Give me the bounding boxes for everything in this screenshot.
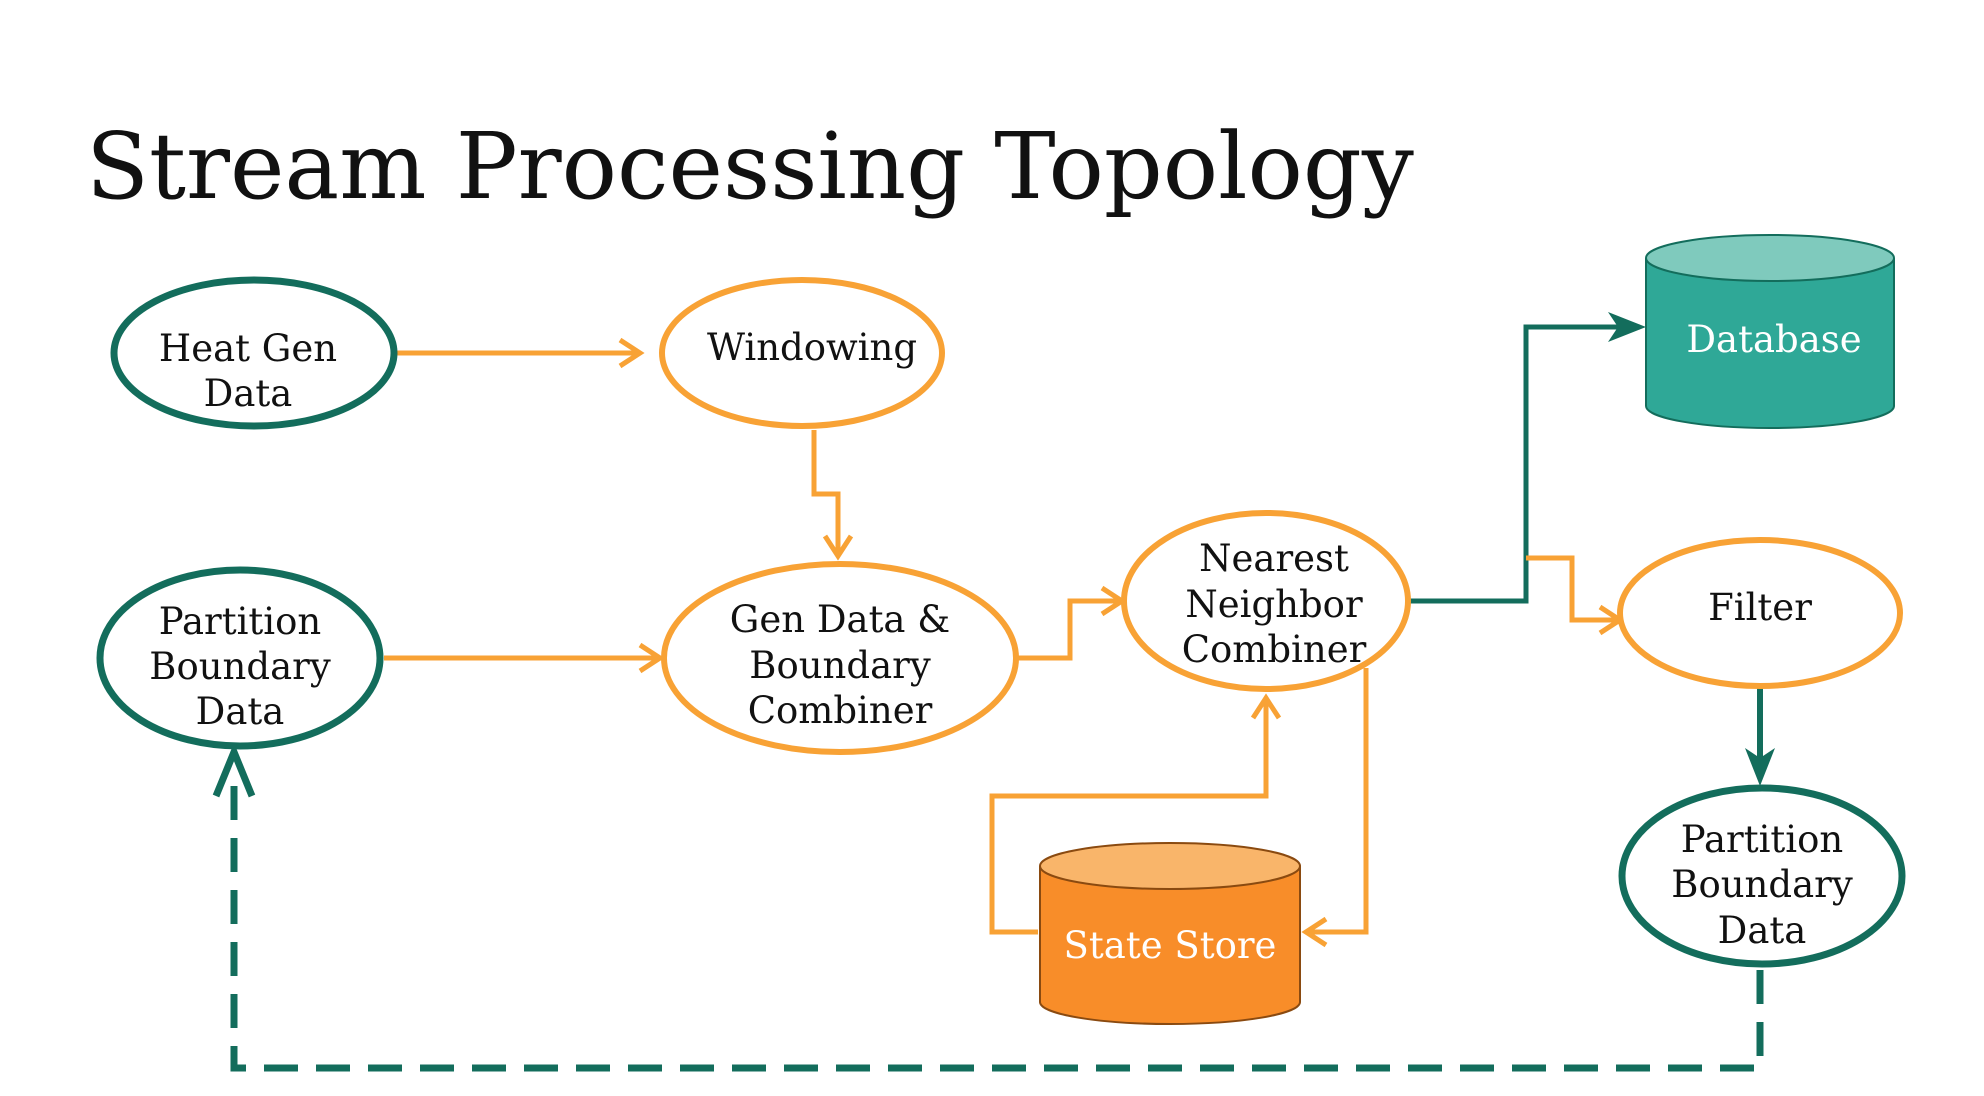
edge-feedback-dashed xyxy=(230,772,1764,1072)
node-label: Partition xyxy=(159,600,322,643)
node-label: Gen Data & xyxy=(730,598,950,641)
arrowhead-database xyxy=(1608,312,1646,342)
arrowhead-nearest-bottom xyxy=(1250,693,1282,720)
arrowhead-statestore xyxy=(1301,916,1328,948)
node-gen-data-boundary-combiner[interactable]: Gen Data & Boundary Combiner xyxy=(661,561,1019,755)
node-label: Data xyxy=(196,690,285,733)
node-windowing[interactable]: Windowing xyxy=(659,277,945,429)
node-label: Partition xyxy=(1681,818,1844,861)
node-label: Filter xyxy=(1708,586,1812,629)
node-label: Boundary xyxy=(1671,863,1853,906)
edge-nearest-database xyxy=(1408,324,1640,604)
state-store-label: State Store xyxy=(1064,924,1277,967)
node-label: Windowing xyxy=(707,326,917,369)
node-database[interactable]: Database xyxy=(1645,234,1895,429)
node-label: Data xyxy=(1718,909,1807,952)
node-nearest-neighbor-combiner[interactable]: Nearest Neighbor Combiner xyxy=(1121,510,1411,692)
arrowhead-combiner-top xyxy=(822,534,854,561)
node-label: Combiner xyxy=(1182,628,1367,671)
diagram-title: Stream Processing Topology xyxy=(86,113,1414,220)
node-label: Heat Gen xyxy=(159,327,337,370)
edge-windowing-combiner xyxy=(811,430,841,554)
edge-nearest-statestore xyxy=(1310,668,1369,935)
edge-nearest-filter xyxy=(1526,555,1618,623)
node-label: Data xyxy=(204,372,293,415)
edges xyxy=(212,312,1775,1072)
node-label: Nearest xyxy=(1199,537,1349,580)
arrowhead-windowing xyxy=(618,337,645,369)
node-label: Combiner xyxy=(748,689,933,732)
node-state-store[interactable]: State Store xyxy=(1039,842,1301,1025)
database-label: Database xyxy=(1686,318,1861,361)
arrowhead-combiner-left xyxy=(638,642,665,674)
arrowhead-partition-in xyxy=(212,742,256,798)
arrowhead-partition-out xyxy=(1745,748,1775,786)
node-label: Boundary xyxy=(149,645,331,688)
node-heat-gen-data[interactable]: Heat Gen Data xyxy=(110,276,398,430)
edge-statestore-nearest xyxy=(989,700,1269,935)
node-filter[interactable]: Filter xyxy=(1617,537,1903,689)
node-label: Boundary xyxy=(749,644,931,687)
node-label: Neighbor xyxy=(1185,583,1363,626)
node-partition-boundary-input[interactable]: Partition Boundary Data xyxy=(96,566,384,750)
node-partition-boundary-output[interactable]: Partition Boundary Data xyxy=(1618,784,1906,968)
edge-combiner-nearest xyxy=(1018,598,1120,661)
